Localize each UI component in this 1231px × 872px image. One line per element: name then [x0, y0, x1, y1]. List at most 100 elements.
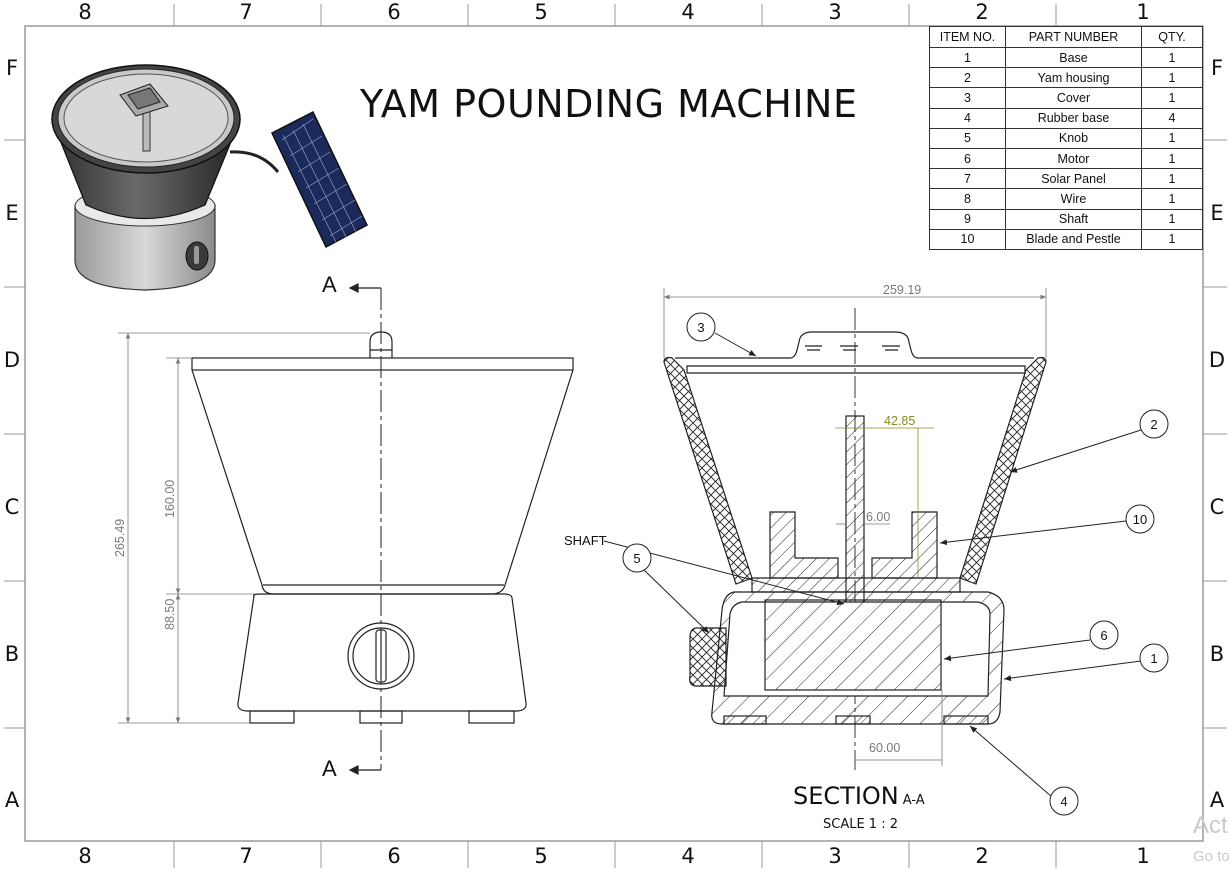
zone-col-5-top: 5: [534, 0, 548, 24]
zone-col-3-top: 3: [828, 0, 842, 24]
bom-item-no: 7: [929, 168, 1006, 190]
bom-item-no: 1: [929, 46, 1006, 69]
dim-shaft: 6.00: [866, 510, 890, 524]
section-title-suffix: A-A: [902, 793, 925, 808]
front-dimensions: [118, 332, 370, 724]
bom-item-no: 6: [929, 147, 1006, 170]
zone-row-b-left: B: [4, 642, 20, 666]
section-scale: SCALE 1 : 2: [823, 817, 898, 832]
svg-text:5: 5: [633, 551, 640, 566]
zone-col-4-top: 4: [681, 0, 695, 24]
leader-lines: [603, 332, 1142, 798]
bom-item-no: 8: [929, 188, 1006, 210]
dim-base-height: 88.50: [163, 599, 177, 630]
bom-item-no: 10: [929, 228, 1006, 250]
bom-qty: 4: [1141, 107, 1203, 129]
balloon-3: 3: [686, 312, 716, 342]
bom-header-item-no: ITEM NO.: [929, 26, 1006, 48]
shaft-label: SHAFT: [564, 533, 607, 548]
balloon-1: 1: [1139, 643, 1169, 673]
section-dimensions: [663, 288, 1047, 766]
dim-total-height: 265.49: [113, 519, 127, 557]
dim-blade: 42.85: [884, 414, 915, 428]
bom-qty: 1: [1141, 127, 1203, 149]
bom-qty: 1: [1141, 87, 1203, 109]
bom-header-row: ITEM NO. PART NUMBER QTY.: [929, 26, 1203, 48]
zone-row-e-right: E: [1210, 201, 1224, 225]
bom-qty: 1: [1141, 208, 1203, 230]
svg-text:2: 2: [1150, 417, 1157, 432]
isometric-view: [51, 64, 368, 291]
zone-col-2-bottom: 2: [975, 844, 989, 868]
front-view: [191, 283, 574, 775]
zone-col-6-top: 6: [387, 0, 401, 24]
svg-text:3: 3: [697, 320, 704, 335]
bom-part-number: Motor: [1005, 147, 1142, 170]
zone-col-6-bottom: 6: [387, 844, 401, 868]
zone-col-3-bottom: 3: [828, 844, 842, 868]
zone-row-b-right: B: [1209, 642, 1225, 666]
zone-row-e-left: E: [5, 201, 19, 225]
zone-row-c-left: C: [4, 495, 20, 519]
zone-col-1-bottom: 1: [1136, 844, 1150, 868]
bom-item-no: 3: [929, 87, 1006, 109]
bom-qty: 1: [1141, 46, 1203, 69]
bom-header-part-number: PART NUMBER: [1005, 26, 1142, 48]
section-mark-bottom: A: [322, 756, 337, 781]
zone-col-2-top: 2: [975, 0, 989, 24]
zone-row-f-left: F: [5, 56, 19, 80]
bom-item-no: 2: [929, 67, 1006, 89]
zone-col-1-top: 1: [1136, 0, 1150, 24]
activation-watermark-line2: Go to: [1193, 848, 1230, 865]
dim-motor: 60.00: [869, 741, 900, 755]
bom-part-number: Solar Panel: [1005, 168, 1142, 190]
zone-col-8-top: 8: [78, 0, 92, 24]
svg-text:1: 1: [1150, 651, 1157, 666]
zone-col-8-bottom: 8: [78, 844, 92, 868]
zone-col-7-top: 7: [239, 0, 253, 24]
bom-qty: 1: [1141, 228, 1203, 250]
bom-part-number: Base: [1005, 46, 1142, 69]
bom-item-no: 5: [929, 127, 1006, 149]
bom-qty: 1: [1141, 168, 1203, 190]
bom-part-number: Blade and Pestle: [1005, 228, 1142, 250]
section-mark-top: A: [322, 272, 337, 297]
bom-part-number: Rubber base: [1005, 107, 1142, 129]
balloon-2: 2: [1139, 409, 1169, 439]
bom-part-number: Cover: [1005, 87, 1142, 109]
bom-part-number: Wire: [1005, 188, 1142, 210]
bom-part-number: Yam housing: [1005, 67, 1142, 89]
bom-qty: 1: [1141, 147, 1203, 170]
zone-col-4-bottom: 4: [681, 844, 695, 868]
balloon-4: 4: [1049, 786, 1079, 816]
bom-qty: 1: [1141, 67, 1203, 89]
svg-text:6: 6: [1100, 628, 1107, 643]
zone-row-a-left: A: [4, 788, 20, 812]
dim-section-width: 259.19: [883, 283, 921, 297]
zone-row-d-right: D: [1208, 348, 1226, 372]
bom-part-number: Shaft: [1005, 208, 1142, 230]
solar-panel-iso: [271, 110, 368, 249]
activation-watermark-line1: Act: [1193, 812, 1228, 839]
balloon-6: 6: [1089, 620, 1119, 650]
dim-housing-height: 160.00: [163, 480, 177, 518]
zone-row-d-left: D: [3, 348, 21, 372]
balloon-10: 10: [1125, 504, 1155, 534]
bom-header-qty: QTY.: [1141, 26, 1203, 48]
balloon-5: 5: [622, 543, 652, 573]
drawing-title: YAM POUNDING MACHINE: [360, 82, 858, 126]
sheet-frame: [4, 4, 1227, 868]
